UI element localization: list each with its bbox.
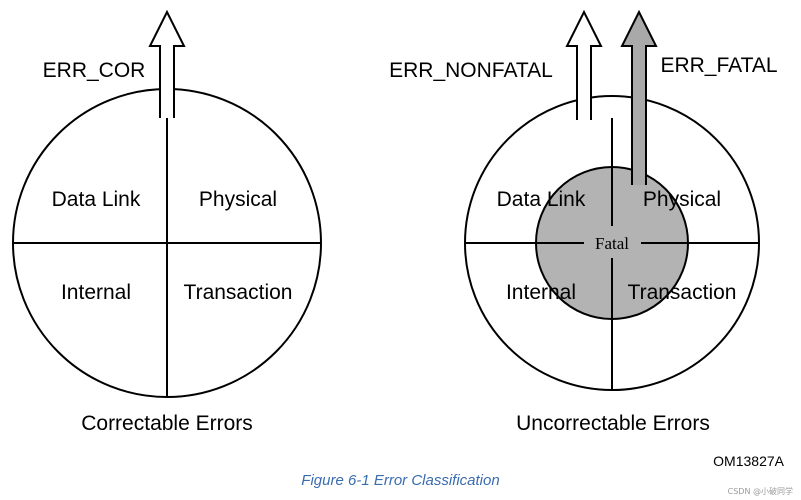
err-cor-arrow bbox=[148, 9, 186, 118]
quadrant-transaction: Transaction bbox=[184, 281, 293, 304]
uncorrectable-errors-title: Uncorrectable Errors bbox=[516, 412, 710, 435]
figure-caption: Figure 6-1 Error Classification bbox=[301, 472, 500, 489]
err-nonfatal-label: ERR_NONFATAL bbox=[389, 59, 553, 82]
uncorrectable-errors-diagram: ERR_NONFATAL ERR_FATAL Fatal Data Link P… bbox=[389, 9, 778, 435]
quadrant-data-link: Data Link bbox=[497, 188, 586, 211]
quadrant-transaction: Transaction bbox=[628, 281, 737, 304]
figure-id: OM13827A bbox=[713, 453, 784, 469]
fatal-label: Fatal bbox=[595, 234, 629, 253]
correctable-errors-title: Correctable Errors bbox=[81, 412, 253, 435]
err-nonfatal-arrow bbox=[565, 9, 603, 120]
quadrant-physical: Physical bbox=[643, 188, 721, 211]
quadrant-physical: Physical bbox=[199, 188, 277, 211]
quadrant-internal: Internal bbox=[506, 281, 576, 304]
correctable-errors-diagram: ERR_COR Data Link Physical Internal Tran… bbox=[12, 9, 322, 435]
err-fatal-arrow bbox=[620, 9, 658, 185]
err-fatal-label: ERR_FATAL bbox=[660, 54, 777, 77]
quadrant-data-link: Data Link bbox=[52, 188, 141, 211]
quadrant-internal: Internal bbox=[61, 281, 131, 304]
err-cor-label: ERR_COR bbox=[43, 59, 146, 82]
watermark: CSDN @小破同学 bbox=[727, 487, 793, 496]
